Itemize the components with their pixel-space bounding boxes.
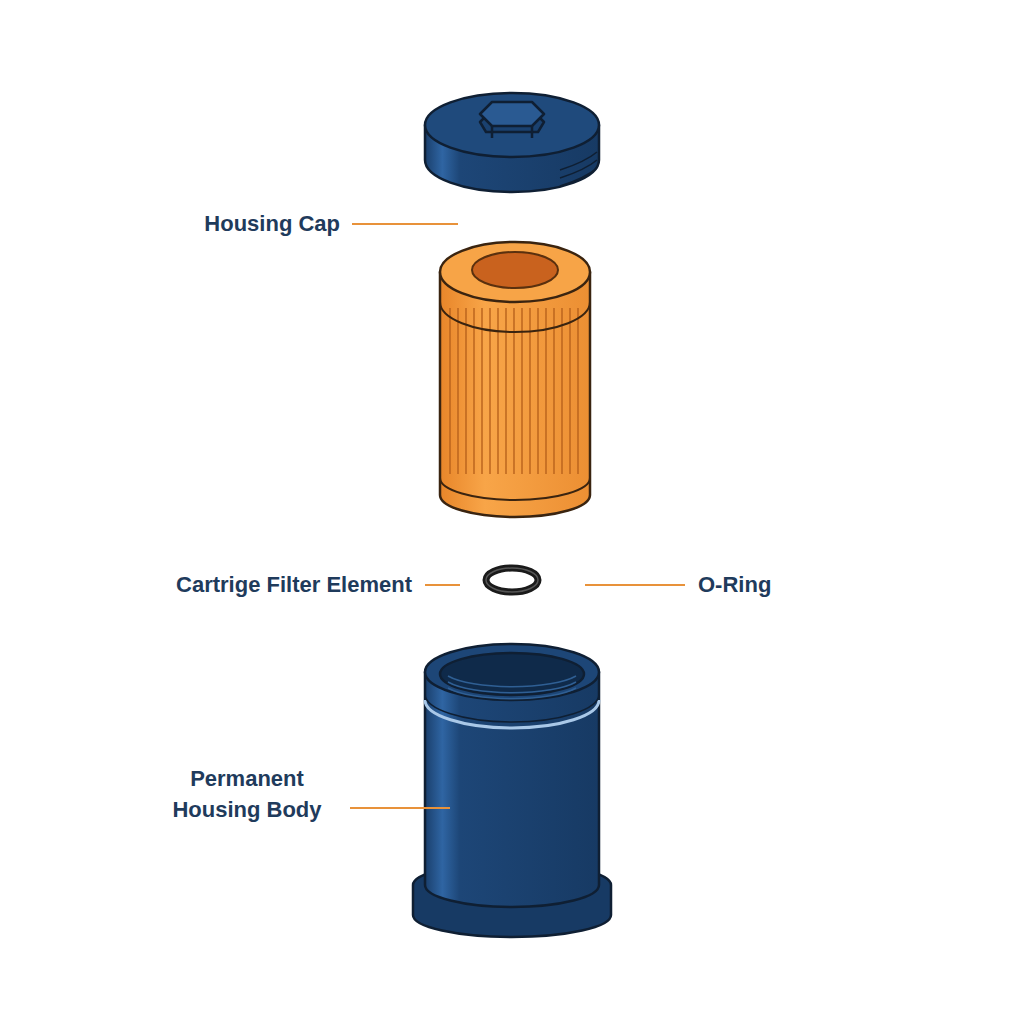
part-label: Cartrige Filter Element <box>176 570 412 601</box>
thread-line <box>560 152 597 170</box>
body-top <box>425 644 599 700</box>
pleat-line <box>537 308 538 474</box>
thread-line <box>560 168 597 186</box>
o-ring <box>486 568 538 592</box>
cap-top <box>425 93 599 157</box>
hex-edge <box>491 126 494 138</box>
o-ring-highlight <box>486 568 538 592</box>
thread-line <box>448 676 576 687</box>
pleat-line <box>489 308 490 474</box>
pleat-line <box>457 308 458 474</box>
pleat-line <box>505 308 506 474</box>
pleat-line <box>481 308 482 474</box>
pleat-line <box>473 308 474 474</box>
pleat-line <box>545 308 546 474</box>
thread-line <box>560 160 597 178</box>
pleat-line <box>449 308 450 474</box>
pleat-line <box>465 308 466 474</box>
pleat-line <box>561 308 562 474</box>
housing-cap <box>425 93 599 192</box>
cap-threads <box>560 152 597 186</box>
leader-line <box>425 584 460 586</box>
thread-line <box>448 688 576 699</box>
bottom-end-cap-edge <box>440 478 590 500</box>
pleat-line <box>553 308 554 474</box>
pleat-line <box>577 308 578 474</box>
cartridge-filter <box>440 242 590 517</box>
top-end-cap-edge <box>440 302 590 332</box>
leader-lines <box>350 224 685 808</box>
leader-line <box>352 223 458 225</box>
o-ring-body <box>486 568 538 592</box>
filter-center-hole <box>472 252 558 288</box>
body-threads <box>448 676 576 699</box>
leader-line <box>585 584 685 586</box>
hex-nut-top <box>480 102 544 126</box>
hex-edge <box>531 126 534 138</box>
pleat-line <box>529 308 530 474</box>
body-side <box>425 672 599 907</box>
filter-side <box>440 272 590 517</box>
part-label: Permanent Housing Body <box>160 764 335 826</box>
leader-line <box>350 807 450 809</box>
thread-line <box>448 682 576 693</box>
body-opening <box>440 653 584 695</box>
pleat-line <box>569 308 570 474</box>
part-label: O-Ring <box>698 570 771 601</box>
part-label: Housing Cap <box>204 209 340 240</box>
housing-body <box>413 644 611 937</box>
filter-top <box>440 242 590 302</box>
pleat-line <box>497 308 498 474</box>
